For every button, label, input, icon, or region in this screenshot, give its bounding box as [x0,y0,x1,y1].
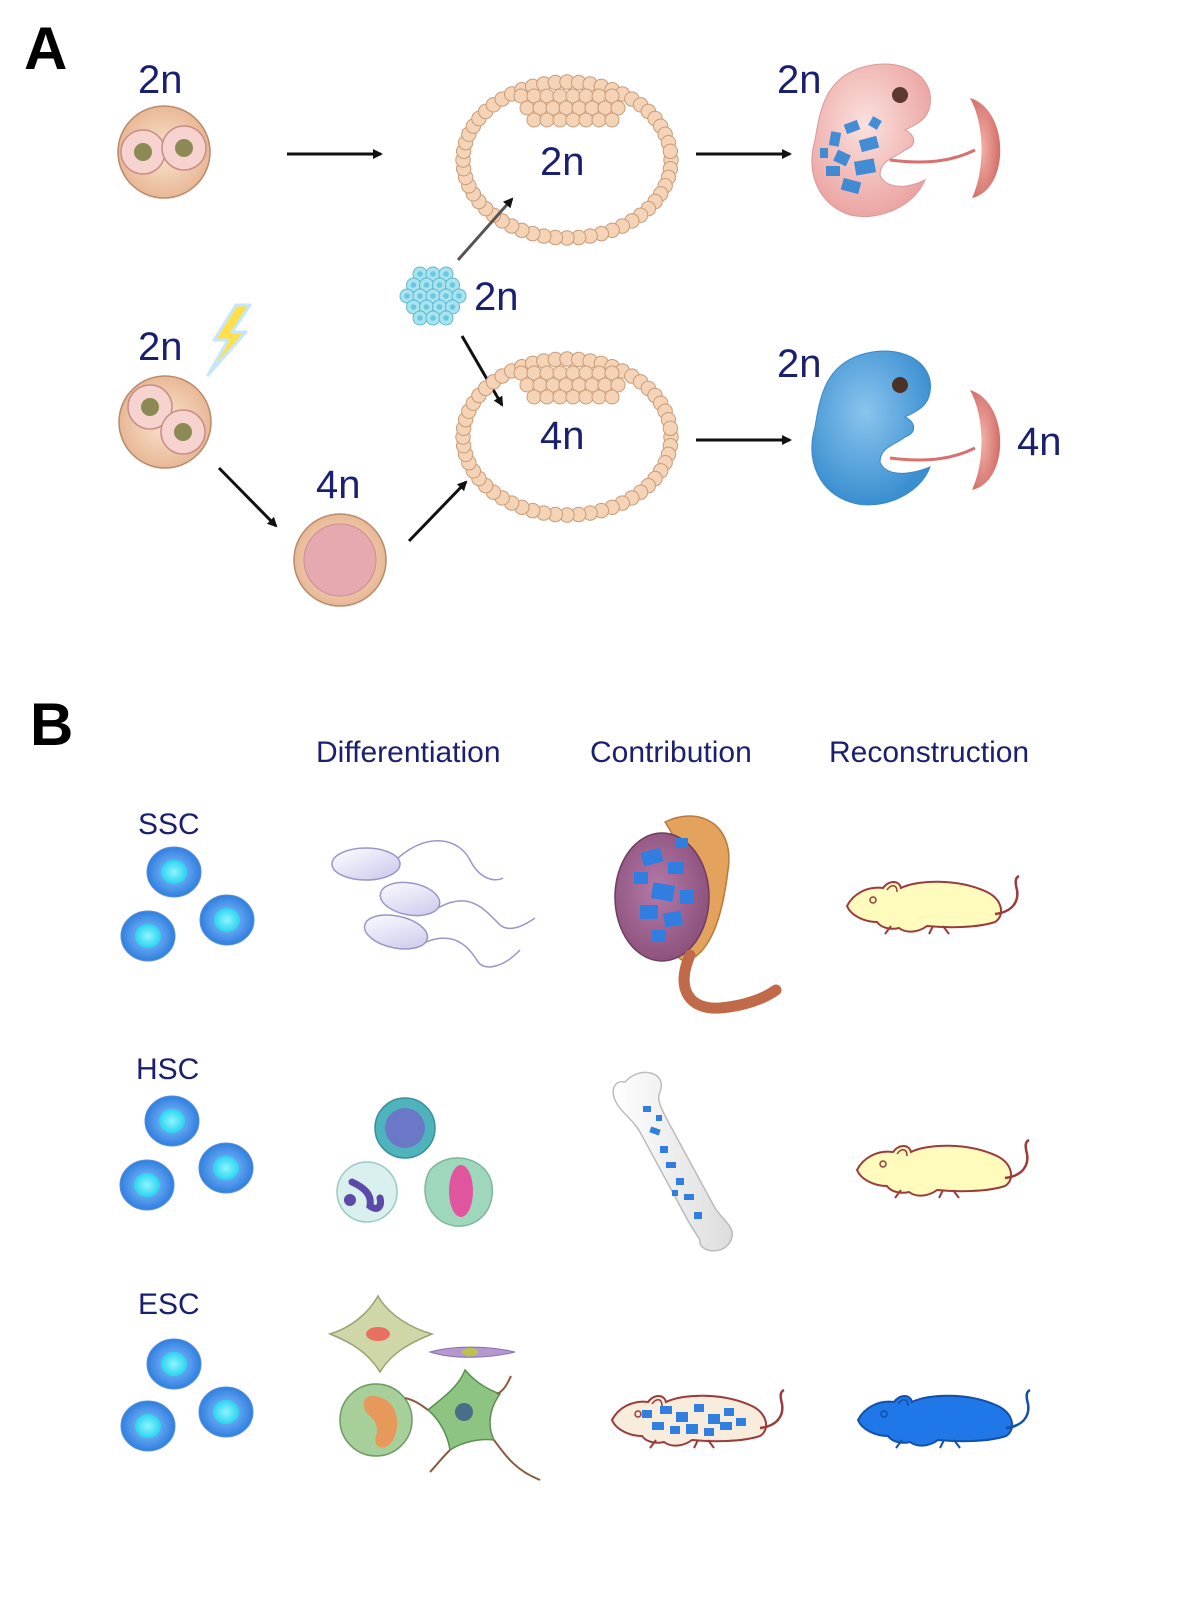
hsc-stem-cells [119,1095,254,1211]
tetraploid-embryo [293,513,387,607]
two-cell-embryo-bottom [118,375,212,469]
label-blastocyst-top: 2n [540,140,585,184]
reconstructed-mouse-esc [856,1388,1031,1449]
chimeric-embryo-top [811,63,1001,217]
arrow [460,335,504,407]
panel-a-label: A [24,15,68,82]
blastocyst-top [455,74,679,246]
label-tetraploid-embryo: 4n [316,463,361,507]
blastocyst-bottom [455,351,679,523]
column-header-reconstruction: Reconstruction [829,736,1030,769]
blood-cells [336,1097,494,1227]
label-es-cells: 2n [474,275,519,319]
label-placenta-bottom: 4n [1017,420,1062,464]
chimeric-mouse-esc [610,1388,785,1449]
panel-b-label: B [30,691,74,758]
es-derived-embryo [811,350,1001,506]
column-header-differentiation: Differentiation [316,736,501,769]
reconstructed-mouse-ssc [845,874,1020,935]
sperm-cells [331,840,536,968]
reconstructed-mouse-hsc [855,1138,1030,1199]
label-embryo-bottom: 2n [777,342,822,386]
testis-chimera [614,815,782,1014]
bone-chimera [612,1071,734,1252]
two-cell-embryo-top [117,105,211,199]
es-cell-cluster [399,266,467,326]
ssc-stem-cells [120,846,255,962]
label-embryo-top: 2n [777,58,822,102]
arrow [456,197,514,261]
arrow [217,466,278,528]
column-header-contribution: Contribution [590,736,752,769]
row-header-hsc: HSC [136,1053,200,1086]
electrofusion-bolt-icon [206,303,252,377]
esc-stem-cells [120,1338,254,1452]
differentiated-cells [327,1294,541,1481]
row-header-ssc: SSC [138,808,200,841]
label-zygote-top: 2n [138,58,183,102]
arrow [407,480,468,543]
label-blastocyst-bottom: 4n [540,414,585,458]
row-header-esc: ESC [138,1288,200,1321]
label-zygote-bottom: 2n [138,325,183,369]
